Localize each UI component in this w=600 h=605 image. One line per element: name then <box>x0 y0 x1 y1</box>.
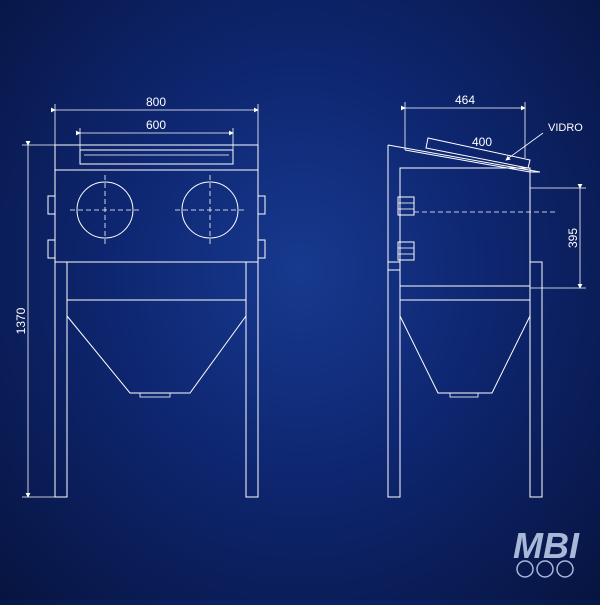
dim-depth-total: 464 <box>401 93 526 158</box>
dim-glass-length-label: 400 <box>472 135 492 149</box>
side-view: 464 400 VIDRO 395 <box>387 93 586 498</box>
dim-depth-total-label: 464 <box>455 93 475 107</box>
dim-door-height-label: 395 <box>566 228 580 248</box>
glove-port-left <box>70 175 140 245</box>
dim-width-window-label: 600 <box>146 118 166 132</box>
dim-door-height: 395 <box>530 184 586 289</box>
dim-width-total: 800 <box>51 95 259 145</box>
front-hinges <box>47 195 266 259</box>
glove-port-right <box>175 175 245 245</box>
front-hopper <box>66 315 247 394</box>
dim-height-total-label: 1370 <box>14 307 28 334</box>
front-window <box>79 149 234 165</box>
glass-label: VIDRO <box>548 122 583 134</box>
glass-callout: VIDRO <box>505 122 583 161</box>
dim-width-total-label: 800 <box>146 95 166 109</box>
side-hinges <box>397 196 415 261</box>
front-legs <box>54 261 259 498</box>
side-hopper <box>399 315 531 394</box>
side-outlet <box>449 392 479 398</box>
front-top-lid <box>54 144 259 171</box>
side-lid-top <box>387 144 541 173</box>
front-view: 800 600 1370 <box>14 95 266 498</box>
dim-glass-length: 400 <box>472 135 492 149</box>
mbi-logo: MBI <box>513 525 580 578</box>
dim-height-total: 1370 <box>14 141 55 498</box>
logo-text: MBI <box>513 525 580 566</box>
logo-circles <box>516 560 574 578</box>
dim-width-window: 600 <box>76 118 234 150</box>
side-door <box>399 167 531 287</box>
front-cabinet-body <box>54 170 259 263</box>
side-legs <box>387 261 543 498</box>
front-outlet <box>139 392 171 398</box>
